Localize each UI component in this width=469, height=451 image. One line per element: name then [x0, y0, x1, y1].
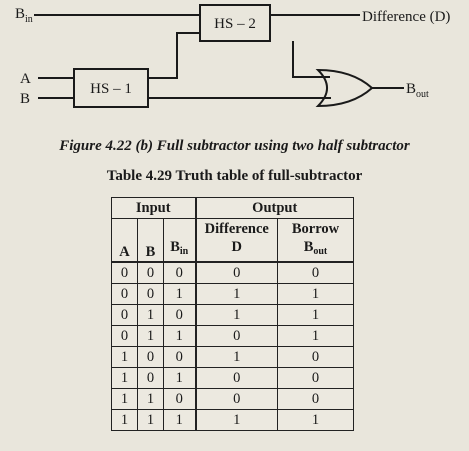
cell-b: 1: [137, 304, 164, 326]
cell-bin: 1: [163, 367, 197, 389]
label-bout: Bout: [406, 81, 429, 100]
cell-difference: 1: [195, 304, 278, 326]
label-bin: Bin: [15, 6, 33, 25]
header-input: Input: [111, 197, 197, 219]
cell-borrow: 1: [277, 304, 354, 326]
cell-b: 1: [137, 325, 164, 347]
wire-hs2-borrow: [292, 41, 330, 78]
cell-b: 0: [137, 346, 164, 368]
cell-a: 1: [111, 388, 138, 410]
cell-difference: 1: [195, 283, 278, 305]
cell-borrow: 0: [277, 367, 354, 389]
cell-b: 0: [137, 261, 164, 284]
cell-b: 1: [137, 409, 164, 431]
cell-a: 0: [111, 304, 138, 326]
hs2-label: HS – 2: [214, 16, 256, 32]
cell-a: 0: [111, 283, 138, 305]
cell-bin: 0: [163, 261, 197, 284]
cell-a: 1: [111, 367, 138, 389]
cell-a: 0: [111, 325, 138, 347]
hs2-box: [199, 4, 271, 42]
cell-difference: 0: [195, 367, 278, 389]
cell-difference: 0: [195, 261, 278, 284]
hs1-box: [73, 68, 149, 108]
figure-caption: Figure 4.22 (b) Full subtractor using tw…: [59, 138, 410, 154]
cell-borrow: 1: [277, 409, 354, 431]
cell-a: 1: [111, 409, 138, 431]
full-subtractor-diagram: Bin HS – 2 Difference (D) A B HS – 1 Bou…: [15, 4, 450, 108]
cell-bin: 0: [163, 346, 197, 368]
cell-difference: 1: [195, 409, 278, 431]
cell-bin: 1: [163, 409, 197, 431]
label-difference: Difference (D): [362, 9, 450, 25]
cell-bin: 0: [163, 304, 197, 326]
cell-bin: 1: [163, 325, 197, 347]
hs1-label: HS – 1: [90, 81, 132, 97]
cell-b: 0: [137, 367, 164, 389]
wire-hs1-diff: [148, 32, 200, 79]
label-b: B: [20, 91, 30, 107]
table-title: Table 4.29 Truth table of full-subtracto…: [106, 168, 363, 184]
cell-difference: 0: [195, 325, 278, 347]
cell-bin: 0: [163, 388, 197, 410]
cell-difference: 1: [195, 346, 278, 368]
header-a: A: [111, 218, 138, 263]
cell-borrow: 1: [277, 283, 354, 305]
cell-b: 0: [137, 283, 164, 305]
cell-borrow: 0: [277, 346, 354, 368]
header-output: Output: [195, 197, 354, 219]
cell-a: 0: [111, 261, 138, 284]
cell-borrow: 0: [277, 388, 354, 410]
cell-borrow: 1: [277, 325, 354, 347]
header-b: B: [137, 218, 164, 263]
header-bin: Bin: [163, 218, 197, 263]
cell-b: 1: [137, 388, 164, 410]
cell-difference: 0: [195, 388, 278, 410]
or-gate: [315, 68, 374, 108]
cell-bin: 1: [163, 283, 197, 305]
cell-a: 1: [111, 346, 138, 368]
label-a: A: [20, 71, 31, 87]
cell-borrow: 0: [277, 261, 354, 284]
